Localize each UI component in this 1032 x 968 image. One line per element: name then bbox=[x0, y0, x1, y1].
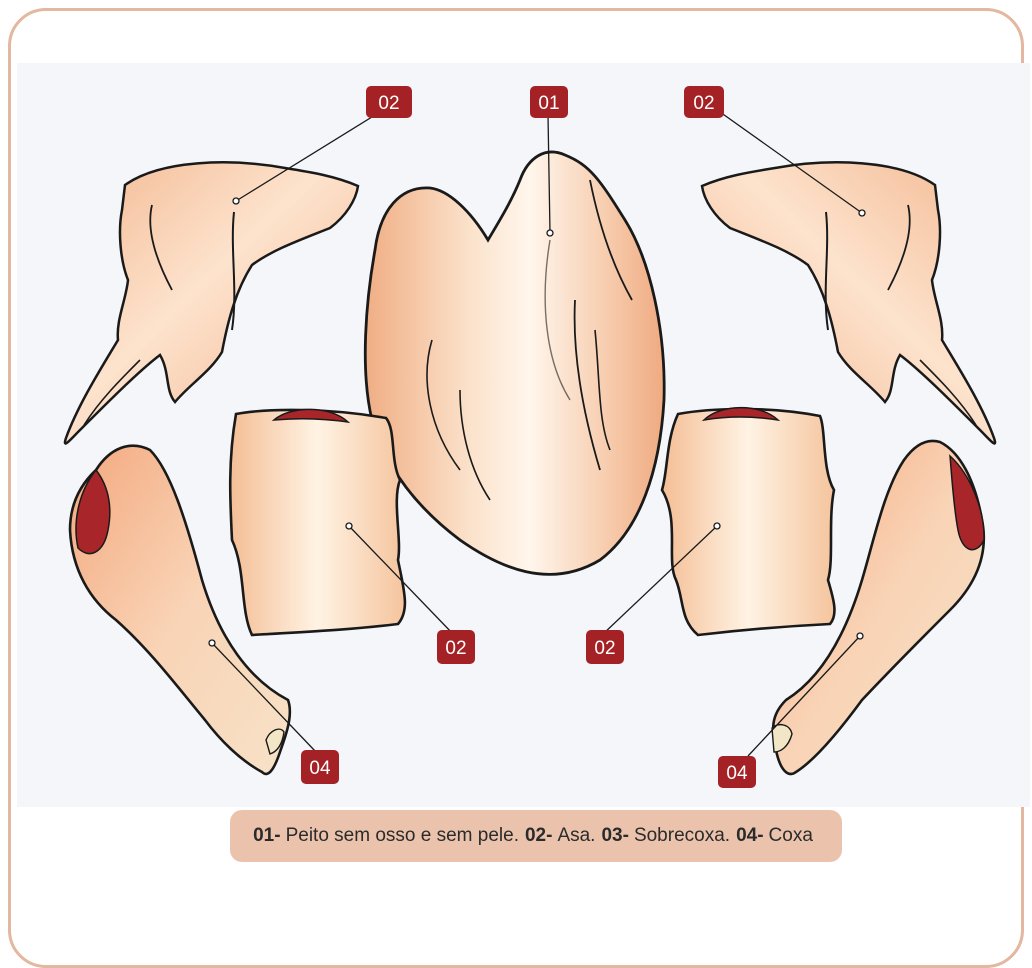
badge-thigh-right-label: 02 bbox=[594, 638, 615, 659]
badge-drumstick-right: 04 bbox=[718, 756, 756, 788]
chicken-cuts-illustration: 02 01 02 02 02 04 04 bbox=[0, 0, 1032, 935]
badge-thigh-right: 02 bbox=[586, 630, 624, 664]
badge-drumstick-left: 04 bbox=[301, 750, 339, 784]
caption-num-02: 02- bbox=[525, 825, 552, 847]
caption-num-01: 01- bbox=[253, 825, 280, 847]
breast bbox=[365, 152, 664, 574]
caption-text-03: Sobrecoxa. bbox=[634, 825, 730, 847]
caption-num-04: 04- bbox=[736, 825, 763, 847]
badge-wing-left: 02 bbox=[366, 86, 412, 118]
badge-wing-right-label: 02 bbox=[693, 93, 714, 114]
caption-text-02: Asa. bbox=[557, 825, 595, 847]
thigh-right bbox=[662, 408, 834, 635]
badge-thigh-left: 02 bbox=[437, 630, 475, 664]
caption-text-01: Peito sem osso e sem pele. bbox=[286, 825, 519, 847]
caption-num-03: 03- bbox=[601, 825, 628, 847]
badge-drumstick-left-label: 04 bbox=[309, 758, 331, 779]
caption-text-04: Coxa bbox=[769, 825, 813, 847]
wing-left bbox=[65, 162, 358, 443]
badge-wing-left-label: 02 bbox=[378, 93, 399, 114]
badge-drumstick-right-label: 04 bbox=[726, 763, 748, 784]
legend-caption: 01- Peito sem osso e sem pele. 02-Asa. 03… bbox=[230, 810, 842, 862]
wing-right bbox=[702, 162, 995, 443]
badge-breast: 01 bbox=[530, 86, 568, 118]
badge-thigh-left-label: 02 bbox=[445, 638, 466, 659]
thigh-left bbox=[230, 409, 405, 635]
badge-breast-label: 01 bbox=[538, 93, 559, 114]
badge-wing-right: 02 bbox=[684, 86, 724, 118]
